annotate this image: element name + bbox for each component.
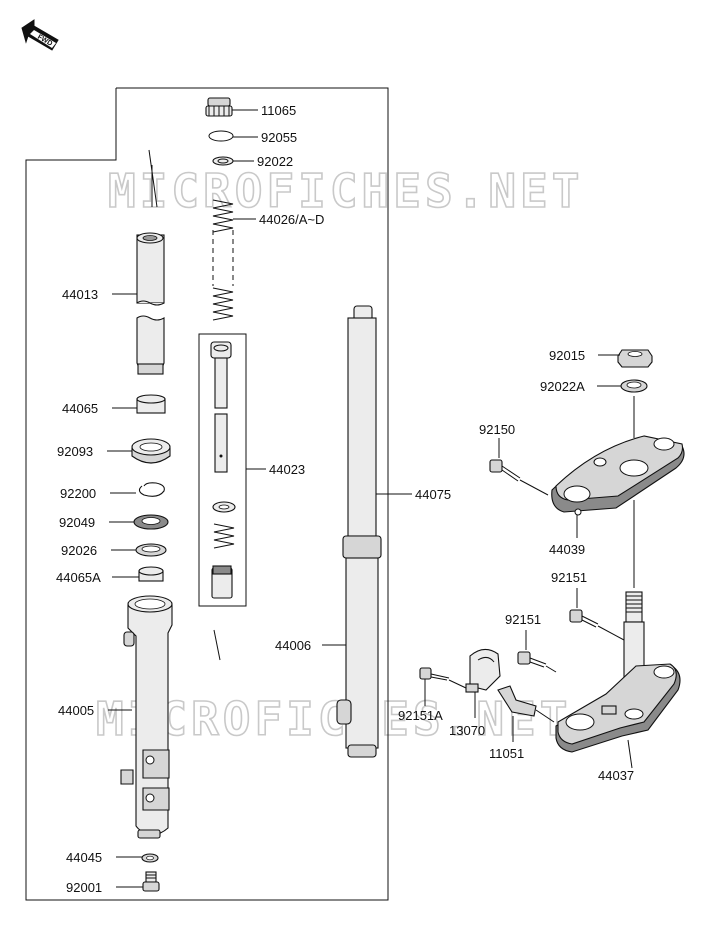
label-44013: 44013 bbox=[62, 287, 98, 302]
label-11065: 11065 bbox=[261, 103, 296, 118]
bolt-92150 bbox=[489, 438, 549, 496]
label-13070: 13070 bbox=[449, 723, 485, 738]
label-92151A: 92151A bbox=[398, 708, 443, 723]
washer-92022 bbox=[212, 156, 234, 166]
label-92055: 92055 bbox=[261, 130, 297, 145]
label-92200: 92200 bbox=[60, 486, 96, 501]
label-92015: 92015 bbox=[549, 348, 585, 363]
circlip-92200 bbox=[110, 482, 165, 497]
label-92049: 92049 bbox=[59, 515, 95, 530]
nut-92015 bbox=[598, 349, 653, 368]
guide-line bbox=[148, 149, 158, 208]
upper-bracket-44039 bbox=[551, 435, 685, 538]
label-44023: 44023 bbox=[269, 462, 305, 477]
label-44037: 44037 bbox=[598, 768, 634, 783]
oil-seal-92049 bbox=[109, 514, 169, 530]
bolt-92151-b bbox=[517, 630, 557, 673]
watermark-bottom: MICROFICHES.NET bbox=[96, 692, 571, 746]
label-44075: 44075 bbox=[415, 487, 451, 502]
label-11051: 11051 bbox=[489, 746, 524, 761]
dust-seal-92093 bbox=[107, 438, 171, 464]
bolt-92151A bbox=[419, 667, 467, 706]
label-44045: 44045 bbox=[66, 850, 102, 865]
label-44005: 44005 bbox=[58, 703, 94, 718]
label-44065A: 44065A bbox=[56, 570, 101, 585]
guide-line-lower bbox=[213, 629, 221, 661]
inner-tube-44013 bbox=[112, 232, 165, 375]
damper-box bbox=[198, 333, 247, 607]
label-92022A: 92022A bbox=[540, 379, 585, 394]
washer-92026 bbox=[111, 543, 167, 557]
bushing-44065 bbox=[112, 394, 166, 414]
label-92150: 92150 bbox=[479, 422, 515, 437]
label-92022: 92022 bbox=[257, 154, 293, 169]
o-ring-92055 bbox=[208, 130, 234, 142]
clamp-13070 bbox=[465, 648, 501, 718]
washer-92022A bbox=[597, 379, 648, 393]
label-92001: 92001 bbox=[66, 880, 102, 895]
spring-44026 bbox=[212, 199, 256, 321]
watermark-top: MICROFICHES.NET bbox=[108, 164, 583, 218]
label-92026: 92026 bbox=[61, 543, 97, 558]
bolt-92001 bbox=[116, 871, 160, 892]
cap-bolt-11065 bbox=[205, 97, 258, 117]
bracket-11051 bbox=[497, 685, 555, 742]
outer-tube-44005 bbox=[108, 595, 173, 839]
label-92093: 92093 bbox=[57, 444, 93, 459]
label-44065: 44065 bbox=[62, 401, 98, 416]
label-92151-b: 92151 bbox=[505, 612, 541, 627]
label-92151-a: 92151 bbox=[551, 570, 587, 585]
assembly-frame bbox=[25, 87, 389, 901]
fwd-arrow-icon: FWD bbox=[21, 19, 59, 51]
label-44026: 44026/A~D bbox=[259, 212, 324, 227]
damper-rod-44023 bbox=[210, 341, 266, 599]
label-44006: 44006 bbox=[275, 638, 311, 653]
lower-bracket-44037 bbox=[555, 663, 681, 769]
washer-44045 bbox=[116, 853, 159, 863]
fork-assembly-44075 bbox=[322, 305, 412, 758]
bolt-92151-a bbox=[569, 588, 625, 641]
label-44039: 44039 bbox=[549, 542, 585, 557]
bushing-44065A bbox=[112, 566, 164, 582]
